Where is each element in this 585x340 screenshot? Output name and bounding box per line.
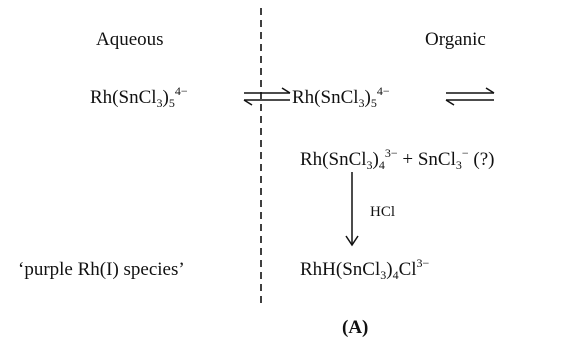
purple-rh-species: ‘purple Rh(I) species’ xyxy=(18,259,185,280)
organic-header: Organic xyxy=(425,29,486,50)
organic-complex: Rh(SnCl3)54− xyxy=(292,84,390,110)
hcl-reaction-arrow xyxy=(345,172,359,247)
aqueous-header: Aqueous xyxy=(96,29,164,50)
equilibrium-arrow-aq-org xyxy=(243,87,291,106)
equilibrium-arrow-org-dissociation xyxy=(445,87,495,106)
hcl-reagent-label: HCl xyxy=(370,204,396,220)
hydride-complex: RhH(SnCl3)4Cl3− xyxy=(300,256,430,282)
aqueous-complex: Rh(SnCl3)54− xyxy=(90,84,188,110)
dissociation-products: Rh(SnCl3)43− + SnCl3− (?) xyxy=(300,146,495,172)
scheme-label: (A) xyxy=(342,317,369,338)
